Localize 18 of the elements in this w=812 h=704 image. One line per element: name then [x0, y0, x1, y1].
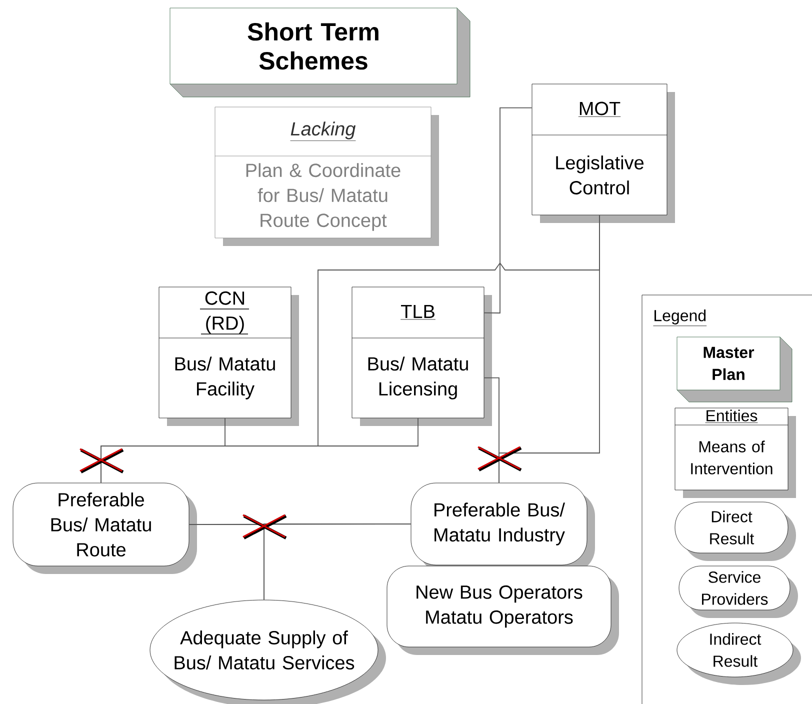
- entity-box: Lacking Plan & Coordinate for Bus/ Matatu Route Concept: [214, 106, 439, 246]
- raised-box: Master Plan: [676, 336, 792, 402]
- ellipse-node: Indirect Result: [676, 622, 801, 685]
- connector-line: [100, 418, 418, 484]
- rounded-box: Preferable Bus/ Matatu Industry: [410, 482, 595, 573]
- entity-box: TLB Bus/ Matatu Licensing: [352, 286, 492, 426]
- ellipse-node: Adequate Supply of Bus/ Matatu Services: [150, 600, 386, 704]
- entity-box: MOT Legislative Control: [532, 84, 675, 223]
- rounded-box: Preferable Bus/ Matatu Route: [12, 482, 197, 574]
- entity-box: CCN (RD) Bus/ Matatu Facility: [158, 286, 299, 426]
- rounded-box: Service Providers: [678, 566, 798, 618]
- connector-line: [264, 524, 412, 600]
- connector-line: [484, 377, 500, 484]
- raised-box: Short Term Schemes: [170, 8, 470, 98]
- connector-line: [484, 107, 532, 314]
- rounded-box: New Bus Operators Matatu Operators: [386, 566, 619, 655]
- entity-box: Entities Means of Intervention: [674, 408, 796, 498]
- rounded-box: Direct Result: [674, 502, 796, 561]
